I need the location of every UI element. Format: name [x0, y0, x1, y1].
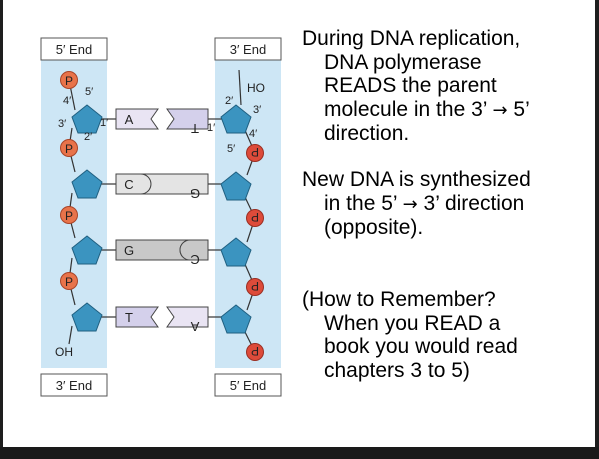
svg-text:A: A [125, 112, 134, 127]
oh-label: OH [55, 345, 73, 359]
svg-text:5′: 5′ [227, 143, 235, 155]
svg-text:T: T [191, 121, 199, 136]
sugar-right-1 [220, 104, 252, 134]
svg-text:2′: 2′ [84, 131, 92, 143]
sugar-right-4 [220, 304, 252, 334]
svg-text:A: A [190, 319, 199, 334]
base-c-right [179, 239, 209, 261]
base-pair-t-a: T A [100, 306, 223, 334]
note-synthesis-direction: New DNA is synthesized in the 5’ → 3’ di… [302, 168, 531, 239]
svg-text:G: G [124, 243, 134, 258]
svg-text:1′: 1′ [100, 117, 108, 129]
svg-text:5′: 5′ [85, 86, 93, 98]
carbon-labels: 5′ 4′ 3′ 2′ 1′ 2′ 3′ 4′ 1′ 5′ [58, 86, 261, 155]
svg-text:4′: 4′ [63, 95, 71, 107]
ho-label: HO [247, 81, 265, 95]
phosphate-right-2 [246, 209, 264, 227]
sugar-right-2 [220, 171, 252, 201]
right-phosphates: P P P P [246, 144, 264, 361]
base-t-left [115, 306, 159, 328]
note-replication-direction: During DNA replication, DNA polymerase R… [302, 27, 530, 145]
svg-text:T: T [125, 310, 133, 325]
phosphate-right-1 [246, 144, 264, 162]
svg-text:P: P [65, 74, 73, 88]
svg-text:P: P [65, 142, 73, 156]
phosphate-right-3 [246, 278, 264, 296]
phosphate-left-3 [60, 206, 78, 224]
sugar-left-4 [71, 302, 103, 332]
base-pair-g-c: G C [100, 239, 223, 267]
base-pair-c-g: C G [100, 173, 223, 201]
base-a [115, 108, 159, 130]
phosphate-right-4 [246, 343, 264, 361]
phosphate-left-2 [60, 139, 78, 157]
end-label-bottom-left: 3′ End [40, 373, 108, 397]
end-label-top-right: 3′ End [214, 37, 282, 61]
svg-text:P: P [251, 145, 259, 159]
svg-text:5′ End: 5′ End [230, 378, 266, 393]
sugar-left-3 [71, 235, 103, 265]
svg-text:P: P [251, 344, 259, 358]
svg-text:5′ End: 5′ End [56, 42, 92, 57]
svg-text:P: P [251, 279, 259, 293]
bottom-bar [0, 447, 599, 459]
end-label-bottom-right: 5′ End [214, 373, 282, 397]
svg-text:3′ End: 3′ End [230, 42, 266, 57]
left-phosphates: P P P P [60, 71, 78, 290]
slide: 5′ End 3′ End 3′ End 5′ End [3, 0, 595, 447]
svg-text:3′ End: 3′ End [56, 378, 92, 393]
svg-text:P: P [65, 209, 73, 223]
arrow-right-icon: → [402, 193, 418, 215]
svg-text:3′: 3′ [253, 104, 261, 116]
note-mnemonic: (How to Remember? When you READ a book y… [302, 288, 518, 382]
right-sugars [220, 104, 252, 334]
sugar-right-3 [220, 237, 252, 267]
sugar-left-2 [71, 169, 103, 199]
base-a-right [166, 306, 209, 328]
base-g [140, 173, 209, 195]
arrow-right-icon: → [492, 99, 508, 121]
sugar-left-1 [71, 104, 103, 134]
base-pair-a-t: A T [100, 108, 223, 136]
svg-text:P: P [251, 210, 259, 224]
svg-text:C: C [124, 177, 133, 192]
end-label-top-left: 5′ End [40, 37, 108, 61]
svg-text:C: C [190, 252, 199, 267]
svg-text:1′: 1′ [207, 122, 215, 134]
svg-text:3′: 3′ [58, 118, 66, 130]
base-t [166, 108, 209, 130]
svg-text:4′: 4′ [249, 128, 257, 140]
svg-text:G: G [190, 186, 200, 201]
svg-text:2′: 2′ [225, 95, 233, 107]
phosphate-left-4 [60, 272, 78, 290]
left-sugars [71, 104, 103, 332]
dna-replication-diagram: 5′ End 3′ End 3′ End 5′ End [40, 37, 282, 397]
svg-text:P: P [65, 275, 73, 289]
phosphate-left-1 [60, 71, 78, 89]
